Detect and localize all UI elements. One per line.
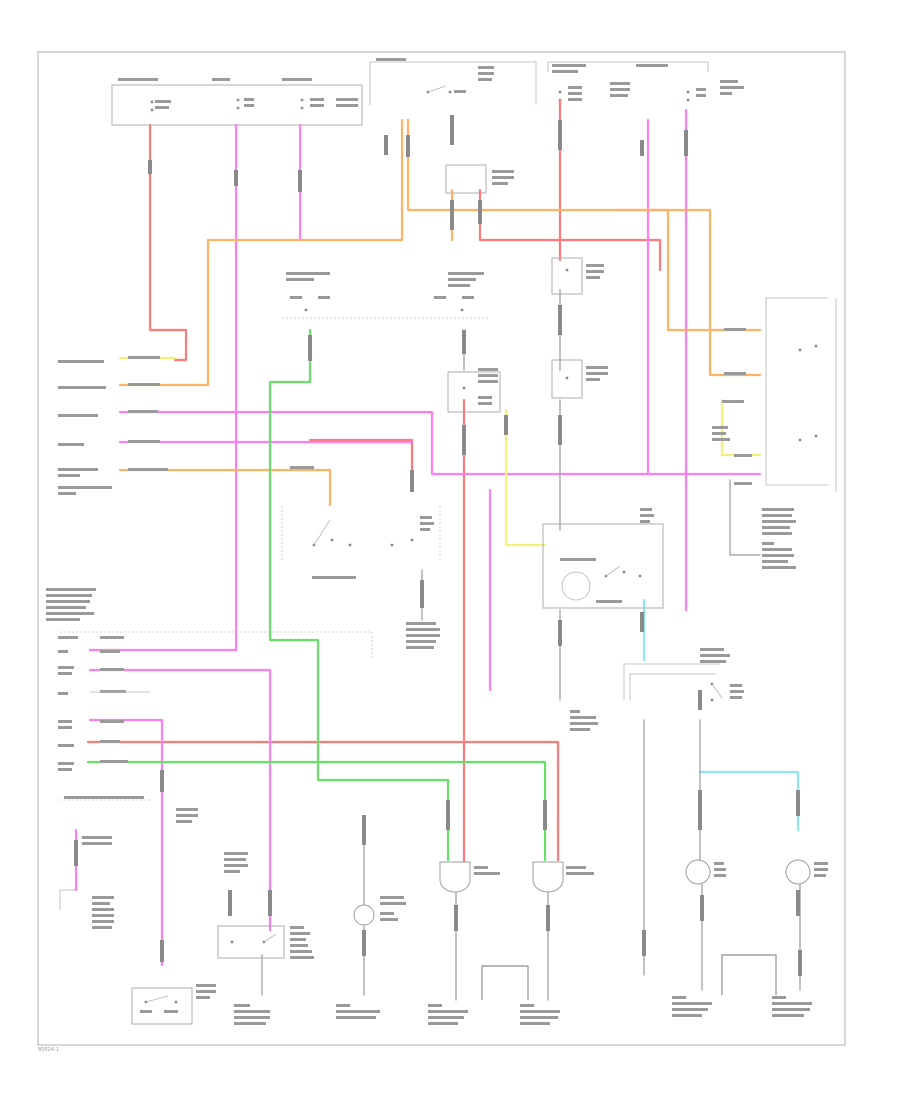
lightblue-wires bbox=[642, 598, 800, 832]
right-component-box bbox=[712, 297, 837, 569]
multifunction-switch bbox=[542, 508, 664, 731]
lamp-center-left bbox=[353, 904, 375, 926]
green-wires bbox=[86, 328, 547, 862]
lamp-lower-right-2 bbox=[785, 859, 811, 885]
brake-switch-box bbox=[217, 852, 314, 959]
red-wires bbox=[86, 98, 662, 877]
relay-right-lower bbox=[551, 359, 608, 399]
gray-wires bbox=[261, 289, 801, 1001]
top-switch-box-right bbox=[547, 61, 744, 102]
hazard-relay-box bbox=[623, 648, 744, 702]
ground-labels bbox=[234, 954, 812, 1025]
yellow-wires bbox=[118, 356, 762, 547]
relay-center bbox=[447, 368, 501, 413]
headlamp-left bbox=[439, 861, 500, 893]
diagram-frame bbox=[37, 51, 846, 1046]
left-connector-labels bbox=[58, 356, 314, 495]
bottom-left-components bbox=[59, 796, 216, 1025]
pink-wires bbox=[74, 108, 762, 967]
relay-top-center bbox=[445, 164, 514, 194]
left-lower-connector bbox=[46, 588, 373, 771]
switch-bar-center bbox=[282, 272, 490, 319]
dimmer-switch-block bbox=[281, 506, 441, 649]
orange-wires bbox=[118, 118, 762, 507]
relay-right-upper bbox=[551, 257, 604, 295]
top-switch-box-center bbox=[369, 58, 537, 105]
lamps bbox=[353, 859, 828, 926]
footer-code: 85624-1 bbox=[38, 1047, 59, 1053]
wire-code-ticks bbox=[74, 115, 802, 976]
headlamp-right bbox=[532, 861, 594, 893]
top-switch-box-left bbox=[111, 78, 363, 126]
lamp-lower-right-1 bbox=[685, 859, 711, 885]
